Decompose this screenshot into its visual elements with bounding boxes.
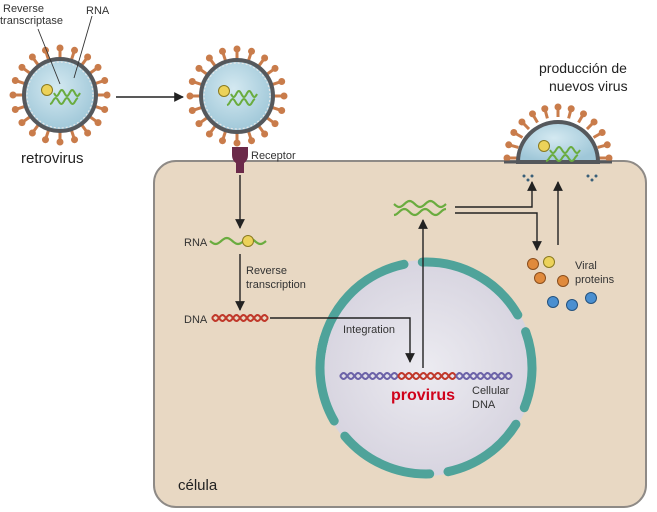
- label-production-1: producción de: [539, 60, 627, 76]
- label-provirus: provirus: [391, 387, 455, 404]
- label-reverse-transcription-1: Reverse: [246, 265, 287, 277]
- nucleus: [315, 257, 537, 479]
- arrows: [116, 92, 563, 368]
- label-reverse-transcriptase-2: transcriptase: [0, 15, 63, 27]
- cellular-dna: [339, 371, 513, 381]
- label-retrovirus: retrovirus: [21, 150, 84, 167]
- label-viral-proteins-1: Viral: [575, 260, 597, 272]
- label-reverse-transcriptase-1: Reverse: [3, 3, 44, 15]
- new-rna-strand: [393, 199, 447, 217]
- label-rna-top: RNA: [86, 5, 110, 17]
- label-cellular-dna-2: DNA: [472, 399, 496, 411]
- label-viral-proteins-2: proteins: [575, 274, 615, 286]
- viral-proteins: [527, 256, 597, 311]
- leader-lines: [37, 15, 93, 85]
- label-cell: célula: [178, 477, 218, 494]
- label-rna: RNA: [184, 237, 208, 249]
- label-production-2: nuevos virus: [549, 78, 628, 94]
- label-receptor: Receptor: [251, 150, 296, 162]
- label-integration: Integration: [343, 324, 395, 336]
- label-reverse-transcription-2: transcription: [246, 279, 306, 291]
- dna-strand-cell: [211, 313, 269, 323]
- retrovirus-particle: [9, 44, 111, 146]
- label-cellular-dna-1: Cellular: [472, 385, 510, 397]
- label-dna: DNA: [184, 314, 208, 326]
- retrovirus-docking: [186, 45, 288, 147]
- receptor: [232, 147, 248, 173]
- budding-virus: [503, 103, 613, 182]
- rna-strand-cell: [209, 235, 267, 247]
